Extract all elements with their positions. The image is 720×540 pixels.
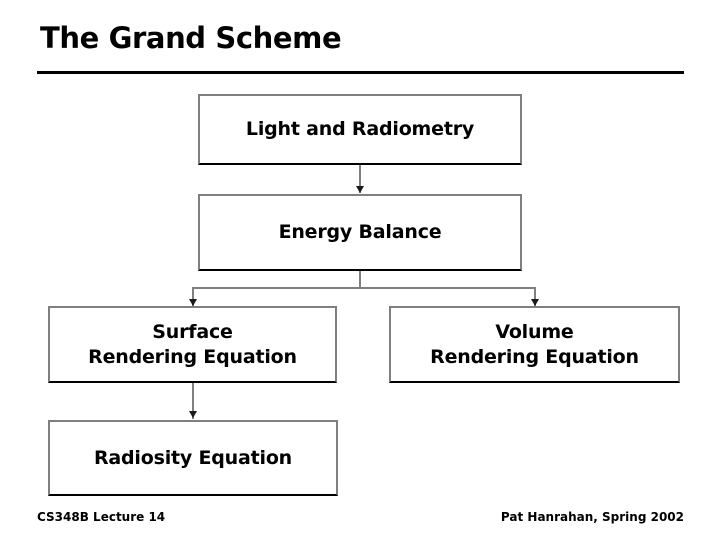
diagram-node-radiosity-equation[interactable]: Radiosity Equation <box>48 420 338 496</box>
connector-energy-to-surface-line <box>192 287 194 306</box>
page-title: The Grand Scheme <box>40 21 342 55</box>
node-label: Volume Rendering Equation <box>430 320 639 368</box>
node-label: Radiosity Equation <box>93 446 293 469</box>
node-label: Surface Rendering Equation <box>88 320 297 368</box>
node-label: Light and Radiometry <box>245 118 475 140</box>
connector-energy-split-bar <box>192 287 536 289</box>
slide-footer: CS348B Lecture 14 Pat Hanrahan, Spring 2… <box>37 510 684 524</box>
connector-light-to-energy-arrowhead-icon <box>356 186 364 193</box>
connector-surface-to-radiosity-arrowhead-icon <box>189 411 197 418</box>
connector-energy-to-volume-arrowhead-icon <box>531 299 539 306</box>
title-divider <box>37 71 684 74</box>
diagram-node-volume-rendering-equation[interactable]: Volume Rendering Equation <box>389 306 680 383</box>
connector-energy-split-stem <box>359 271 361 288</box>
node-label: Energy Balance <box>278 221 442 243</box>
connector-surface-to-radiosity-line <box>192 383 194 419</box>
footer-course-label: CS348B Lecture 14 <box>37 510 166 524</box>
diagram-node-surface-rendering-equation[interactable]: Surface Rendering Equation <box>48 306 337 383</box>
connector-light-to-energy-line <box>359 165 361 193</box>
connector-energy-to-volume-line <box>534 287 536 306</box>
footer-author-label: Pat Hanrahan, Spring 2002 <box>500 510 684 524</box>
connector-energy-to-surface-arrowhead-icon <box>189 299 197 306</box>
diagram-node-energy-balance[interactable]: Energy Balance <box>198 194 522 271</box>
diagram-node-light-and-radiometry[interactable]: Light and Radiometry <box>198 94 522 165</box>
